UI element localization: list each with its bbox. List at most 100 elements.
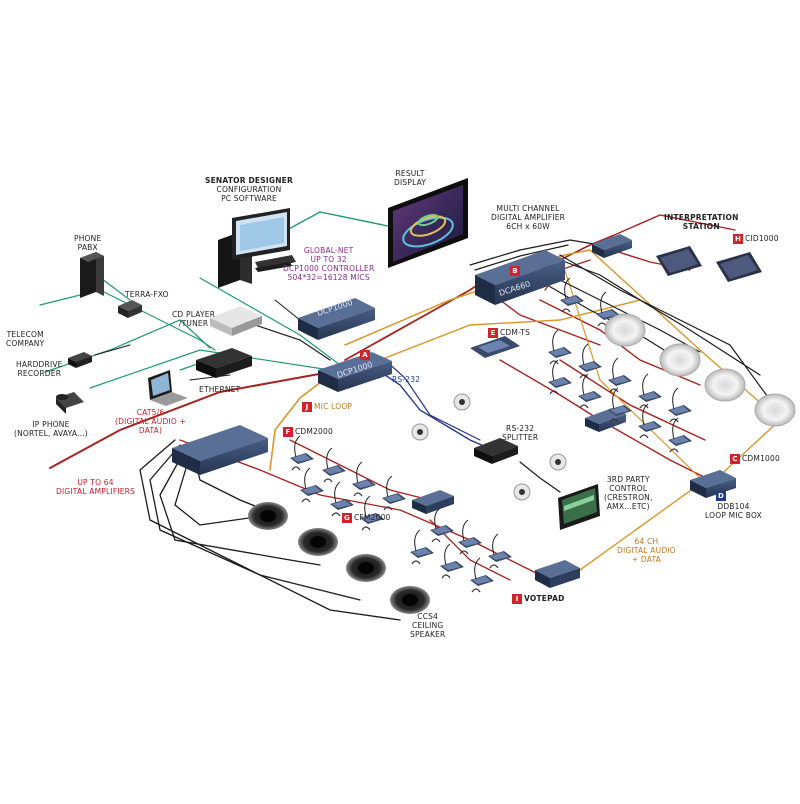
interpretation-hub — [592, 234, 632, 258]
telecom-line1: TELECOM — [6, 330, 44, 339]
ccs4-speaker-4 — [390, 586, 430, 614]
ip-phone-label: IP PHONE (NORTEL, AVAYA...) — [14, 420, 88, 438]
rs232-label: RS-232 — [392, 375, 421, 384]
cat56-line1: CAT5/6 — [136, 408, 165, 417]
global-net-line1: GLOBAL-NET — [303, 246, 354, 255]
badge-a: A — [360, 350, 372, 360]
rs232-splitter — [474, 438, 518, 464]
conference-mic-unit — [352, 461, 376, 497]
digital-amplifier-left — [172, 425, 268, 475]
badge-f-letter: F — [283, 427, 293, 437]
badge-j-letter: J — [302, 402, 312, 412]
interpretation-line1: INTERPRETATION — [664, 213, 739, 222]
badge-j-text: MIC LOOP — [314, 402, 353, 411]
conference-mic-unit — [608, 357, 632, 393]
conference-mic-unit — [578, 343, 602, 379]
interpretation-station-label: INTERPRETATION STATION — [664, 213, 739, 231]
cd-player-line1: CD PLAYER — [172, 310, 216, 319]
camera-1 — [453, 393, 471, 411]
ethernet-switch — [196, 348, 252, 378]
ethernet-label: ETHERNET — [199, 385, 241, 394]
badge-g-letter: G — [342, 513, 352, 523]
badge-c-letter: C — [730, 454, 740, 464]
conference-mic-unit — [596, 291, 620, 327]
ddb104-line2: LOOP MIC BOX — [705, 511, 762, 520]
third-party-control-label: 3RD PARTY CONTROL (CRESTRON, AMX...ETC) — [604, 475, 653, 511]
multi-channel-line2: DIGITAL AMPLIFIER — [491, 213, 566, 222]
pc-workstation — [218, 208, 296, 288]
camera-4 — [513, 483, 531, 501]
conference-units — [290, 277, 692, 593]
third-party-line4: AMX...ETC) — [606, 502, 650, 511]
result-display — [388, 178, 468, 268]
conference-mic-unit — [608, 387, 632, 423]
dcp1000-main-unit — [318, 352, 392, 392]
harddrive-line2: RECORDER — [17, 369, 62, 378]
conference-mic-unit — [668, 417, 692, 453]
global-net-line2: UP TO 32 — [310, 255, 347, 264]
rs232-splitter-line2: SPLITTER — [502, 433, 539, 442]
result-display-label: RESULT DISPLAY — [394, 169, 426, 187]
white-speaker-2 — [659, 343, 701, 377]
badge-i-text: VOTEPAD — [524, 594, 565, 603]
conference-mic-unit — [548, 359, 572, 395]
laptop — [148, 370, 188, 406]
telecom-company-label: TELECOM COMPANY — [6, 330, 44, 348]
cfm-chain-box — [412, 490, 454, 514]
senator-designer-label: SENATOR DESIGNER CONFIGURATION PC SOFTWA… — [205, 176, 293, 203]
result-display-line2: DISPLAY — [394, 178, 427, 187]
badge-d: D — [716, 491, 728, 501]
rs232-splitter-line1: RS-232 — [506, 424, 535, 433]
conference-mic-unit — [488, 533, 512, 569]
badge-c-text: CDM1000 — [742, 454, 780, 463]
conference-mic-unit — [410, 529, 434, 565]
cat56-label: CAT5/6 (DIGITAL AUDIO + DATA) — [115, 408, 186, 435]
ddb104-line1: DDB104 — [717, 502, 750, 511]
global-net-label: GLOBAL-NET UP TO 32 DCP1000 CONTROLLER 5… — [283, 246, 374, 282]
ccs4-label: CCS4 CEILING SPEAKER — [410, 612, 445, 639]
third-party-line2: CONTROL — [609, 484, 648, 493]
conference-mic-unit — [458, 519, 482, 555]
conference-mic-unit — [668, 387, 692, 423]
dcp1000-top-unit — [298, 298, 375, 340]
up-to-64-label: UP TO 64 DIGITAL AMPLIFIERS — [56, 478, 135, 496]
badge-f-text: CDM2000 — [295, 427, 333, 436]
badge-e-letter: E — [488, 328, 498, 338]
global-net-line3: DCP1000 CONTROLLER — [283, 264, 375, 273]
cdm-ts-unit — [470, 336, 520, 358]
harddrive-recorder-label: HARDDRIVE RECORDER — [16, 360, 63, 378]
cat56-line3: DATA) — [138, 426, 163, 435]
badge-d-letter: D — [716, 491, 726, 501]
digital-audio-64-label: 64 CH DIGITAL AUDIO + DATA — [617, 537, 676, 564]
multi-channel-line1: MULTI CHANNEL — [496, 204, 560, 213]
ccs4-speaker-2 — [298, 528, 338, 556]
ddb104-label: DDB104 LOOP MIC BOX — [705, 502, 762, 520]
third-party-line1: 3RD PARTY — [606, 475, 650, 484]
conference-mic-unit — [290, 435, 314, 471]
global-net-line4: 504*32=16128 MICS — [287, 273, 370, 282]
harddrive-recorder — [68, 352, 92, 368]
badge-a-letter: A — [360, 350, 370, 360]
badge-e-text: CDM-TS — [500, 328, 531, 337]
dca660-amplifier — [475, 250, 565, 305]
ip-phone — [56, 392, 84, 414]
ccs4-line3: SPEAKER — [410, 630, 446, 639]
ceiling-speakers — [248, 313, 796, 614]
multi-channel-line3: 6CH x 60W — [506, 222, 550, 231]
badge-g-text: CFM2000 — [354, 513, 391, 522]
cd-player — [210, 306, 262, 336]
senator-designer-line2: CONFIGURATION — [216, 185, 282, 194]
cid1000-console-2 — [716, 252, 762, 282]
conference-mic-unit — [382, 475, 406, 511]
conference-mic-unit — [548, 329, 572, 365]
terra-fxo — [118, 300, 142, 318]
conference-mic-unit — [440, 543, 464, 579]
conference-mic-unit — [578, 373, 602, 409]
digital-audio-line3: + DATA — [631, 555, 662, 564]
camera-3 — [549, 453, 567, 471]
telecom-line2: COMPANY — [6, 339, 45, 348]
